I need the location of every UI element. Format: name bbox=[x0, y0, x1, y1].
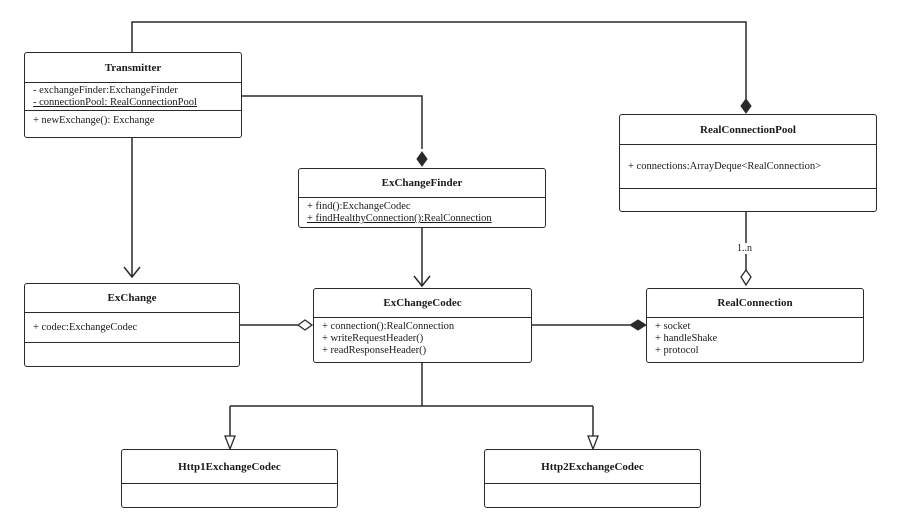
attribute: + codec:ExchangeCodec bbox=[33, 321, 138, 333]
class-name: Transmitter bbox=[25, 53, 241, 83]
methods-section bbox=[485, 484, 700, 488]
composition-diamond bbox=[740, 98, 752, 114]
generalization-triangle bbox=[224, 435, 236, 451]
methods-section bbox=[122, 484, 337, 488]
class-transmitter[interactable]: Transmitter - exchangeFinder:ExchangeFin… bbox=[24, 52, 242, 138]
aggregation-diamond bbox=[740, 268, 752, 287]
class-http1-exchange-codec[interactable]: Http1ExchangeCodec bbox=[121, 449, 338, 508]
methods-section bbox=[25, 343, 239, 347]
method: + handleShake bbox=[655, 333, 718, 344]
method: + newExchange(): Exchange bbox=[33, 115, 155, 126]
attributes-section: + connections:ArrayDeque<RealConnection> bbox=[620, 145, 876, 189]
class-name: Http1ExchangeCodec bbox=[122, 450, 337, 484]
aggregation-diamond bbox=[296, 319, 314, 331]
methods-section: + connection():RealConnection + writeReq… bbox=[314, 318, 531, 359]
edge-transmitter-exchange bbox=[123, 138, 141, 279]
class-name: Http2ExchangeCodec bbox=[485, 450, 700, 484]
class-exchange-codec[interactable]: ExChangeCodec + connection():RealConnect… bbox=[313, 288, 532, 363]
class-name: ExChange bbox=[25, 284, 239, 313]
edge-finder-codec bbox=[413, 228, 431, 288]
class-exchange-finder[interactable]: ExChangeFinder + find():ExchangeCodec + … bbox=[298, 168, 546, 228]
class-name: ExChangeCodec bbox=[314, 289, 531, 318]
class-http2-exchange-codec[interactable]: Http2ExchangeCodec bbox=[484, 449, 701, 508]
class-exchange[interactable]: ExChange + codec:ExchangeCodec bbox=[24, 283, 240, 367]
composition-diamond bbox=[416, 151, 428, 167]
method: + protocol bbox=[655, 345, 699, 356]
attribute: - connectionPool: RealConnectionPool bbox=[33, 97, 197, 108]
class-name: RealConnection bbox=[647, 289, 863, 318]
method: + connection():RealConnection bbox=[322, 321, 455, 332]
methods-section bbox=[620, 189, 876, 193]
attributes-section: - exchangeFinder:ExchangeFinder - connec… bbox=[25, 83, 241, 111]
methods-section: + socket + handleShake + protocol bbox=[647, 318, 863, 359]
attributes-section: + codec:ExchangeCodec bbox=[25, 313, 239, 343]
class-name: ExChangeFinder bbox=[299, 169, 545, 198]
edge-codec-generalization bbox=[224, 363, 599, 451]
edge-exchange-codec bbox=[240, 319, 314, 331]
method: + writeRequestHeader() bbox=[322, 333, 424, 344]
method: + findHealthyConnection():RealConnection bbox=[307, 213, 492, 224]
method: + find():ExchangeCodec bbox=[307, 201, 411, 212]
attribute: + connections:ArrayDeque<RealConnection> bbox=[628, 160, 821, 172]
methods-section: + newExchange(): Exchange bbox=[25, 111, 241, 129]
edge-transmitter-finder bbox=[242, 95, 428, 167]
edge-pool-connection bbox=[740, 212, 752, 287]
class-real-connection-pool[interactable]: RealConnectionPool + connections:ArrayDe… bbox=[619, 114, 877, 212]
methods-section: + find():ExchangeCodec + findHealthyConn… bbox=[299, 198, 545, 227]
method: + socket bbox=[655, 321, 691, 332]
class-name: RealConnectionPool bbox=[620, 115, 876, 145]
method: + readResponseHeader() bbox=[322, 345, 427, 356]
class-real-connection[interactable]: RealConnection + socket + handleShake + … bbox=[646, 288, 864, 363]
generalization-triangle bbox=[587, 435, 599, 451]
multiplicity-label: 1..n bbox=[736, 243, 753, 254]
edge-transmitter-pool bbox=[131, 21, 752, 114]
attribute: - exchangeFinder:ExchangeFinder bbox=[33, 85, 178, 96]
composition-diamond bbox=[629, 319, 647, 331]
edge-codec-connection bbox=[532, 319, 647, 331]
